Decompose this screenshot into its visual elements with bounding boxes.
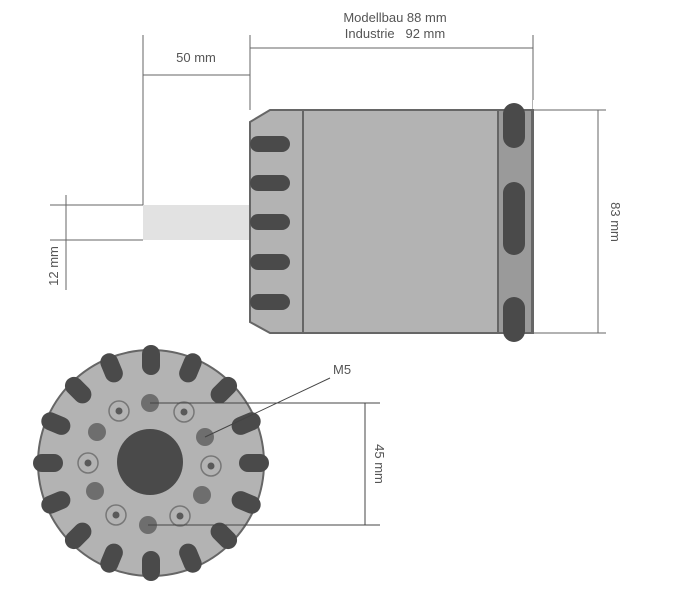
cooling-slot — [142, 551, 160, 581]
m5-bolt-hole — [86, 482, 104, 500]
vent-hole — [108, 400, 130, 422]
cooling-slot — [41, 491, 71, 514]
vent-hole — [200, 455, 222, 477]
body-diameter-label: 83 mm — [608, 202, 623, 242]
leader-line — [204, 377, 331, 438]
m5-bolt-hole — [193, 486, 211, 504]
motor-side-view — [249, 100, 543, 343]
cooling-slot — [179, 353, 202, 383]
cooling-slot — [210, 376, 238, 404]
cooling-slot — [41, 412, 71, 435]
cooling-slot — [100, 353, 123, 383]
motor-end-view — [33, 345, 269, 581]
motor-shaft — [143, 205, 250, 240]
cooling-slot — [231, 491, 261, 514]
cooling-slot — [210, 522, 238, 550]
cooling-slot — [179, 543, 202, 573]
cooling-slot — [100, 543, 123, 573]
dimension-lines — [50, 35, 606, 334]
shaft-length-label: 50 mm — [176, 50, 216, 65]
vent-hole — [77, 452, 99, 474]
bolt-spacing-label: 45 mm — [372, 444, 387, 484]
cooling-slot — [231, 412, 261, 435]
center-bore — [117, 429, 183, 495]
cooling-slot — [239, 454, 269, 472]
vent-hole — [169, 505, 191, 527]
length-modellbau-label: Modellbau 88 mm — [343, 10, 446, 25]
vent-hole — [173, 401, 195, 423]
cooling-slot — [142, 345, 160, 375]
thread-label: M5 — [333, 362, 351, 377]
m5-bolt-hole — [88, 423, 106, 441]
cooling-slot — [64, 522, 92, 550]
cooling-slot — [33, 454, 63, 472]
vent-hole — [105, 504, 127, 526]
length-industrie-label: Industrie 92 mm — [345, 26, 445, 41]
shaft-diameter-label: 12 mm — [46, 246, 61, 286]
cooling-slot — [64, 376, 92, 404]
